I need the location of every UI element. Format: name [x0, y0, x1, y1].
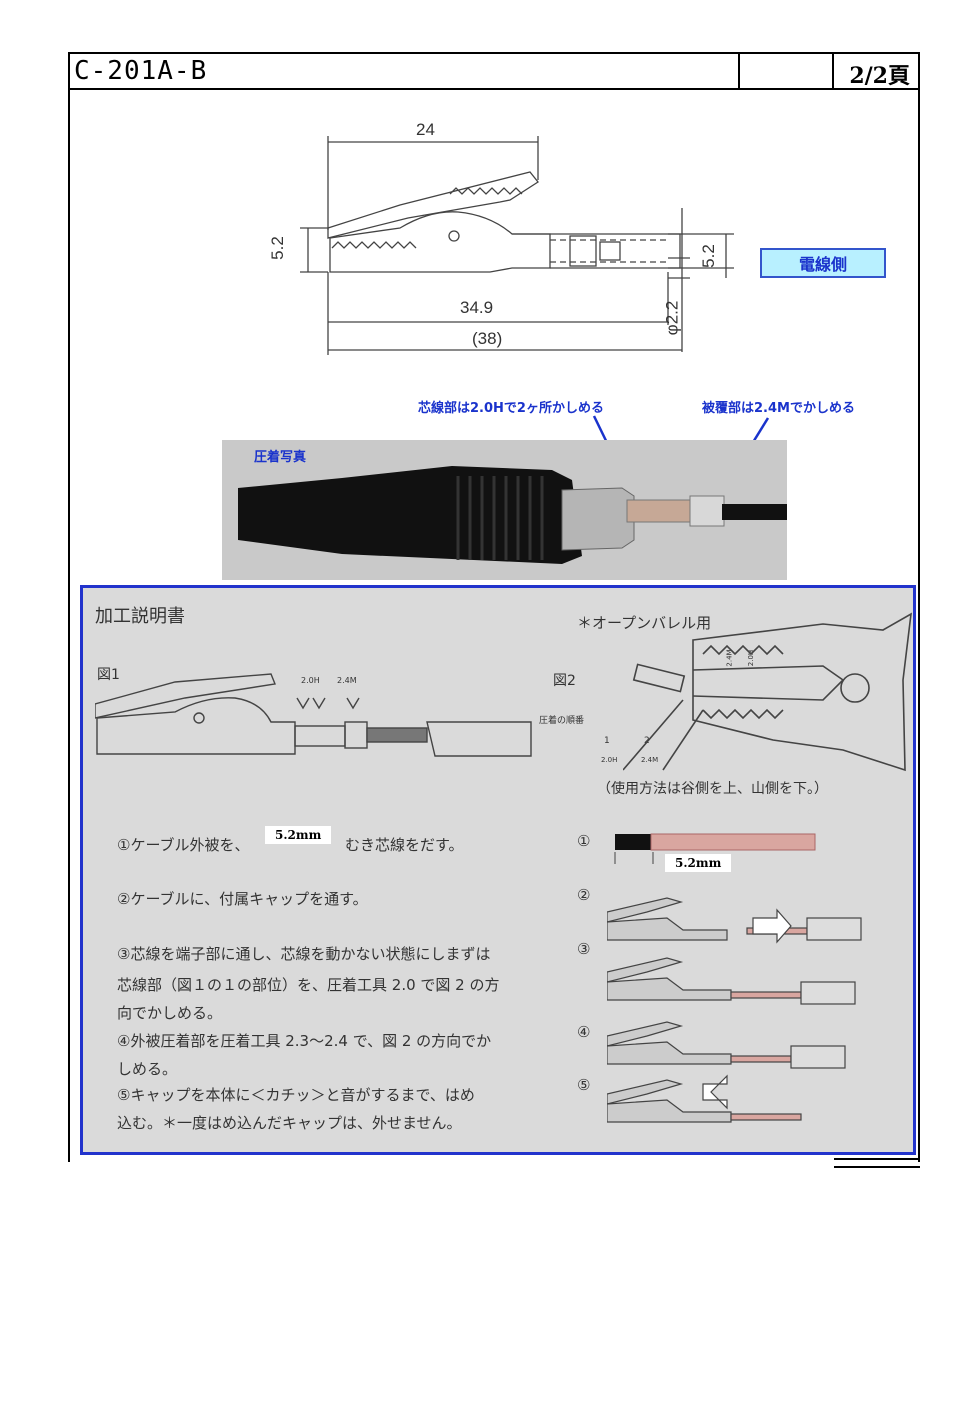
dim-height-right: 5.2	[698, 244, 718, 268]
header-blank-cell	[738, 54, 834, 88]
dim-diameter: φ2.2	[662, 300, 682, 336]
core-crimp-note: 芯線部は2.0Hで2ヶ所かしめる	[418, 401, 604, 416]
step1-cable-illustration	[614, 833, 816, 864]
step5-line1: ⑤キャップを本体に＜カチッ＞と音がするまで、はめ	[117, 1086, 475, 1104]
step3-num: ③	[577, 940, 591, 958]
crimp-order-2-label: 2.4M	[641, 756, 659, 764]
dim-height-left: 5.2	[267, 236, 287, 260]
step1-text-before: ①ケーブル外被を、	[117, 836, 250, 854]
footer-rule	[834, 1158, 920, 1168]
dim-width-24: 24	[416, 120, 435, 139]
photo-label: 圧着写真	[254, 450, 307, 465]
fig2-label: 図2	[553, 673, 576, 689]
fig2-tool-illustration	[623, 612, 912, 772]
step4-line2: しめる。	[117, 1060, 178, 1078]
crimp-order-1-label: 2.0H	[601, 756, 618, 764]
clip-photo-illustration	[238, 466, 787, 564]
step5-num: ⑤	[577, 1076, 591, 1094]
step1-text-after: むき芯線をだす。	[345, 836, 464, 854]
dimension-drawing	[300, 136, 734, 355]
crimp-photo: 圧着写真	[222, 440, 787, 580]
fig1-illustration	[95, 673, 532, 757]
fig1-label: 図1	[97, 667, 120, 683]
fig1-label-2-0h: 2.0H	[301, 676, 320, 685]
step5-line2: 込む。＊一度はめ込んだキャップは、外せません。	[117, 1114, 462, 1132]
page-number: 2/2頁	[849, 63, 910, 89]
dim-length: 34.9	[460, 298, 494, 317]
step1-strip-length: 5.2mm	[265, 826, 332, 844]
header-page-cell: 2/2頁	[832, 54, 918, 89]
fig1-label-2-4m: 2.4M	[337, 676, 357, 685]
usage-note: （使用方法は谷側を上、山側を下。）	[597, 781, 828, 797]
step2-num: ②	[577, 886, 591, 904]
step3-line1: ③芯線を端子部に通し、芯線を動かない状態にしまずは	[117, 945, 491, 963]
wire-side-label: 電線側	[760, 248, 886, 278]
step3-line2: 芯線部（図１の１の部位）を、圧着工具 2.0 で図 2 の方	[117, 976, 500, 994]
processing-manual: 加工説明書 ＊オープンバレル用 図1 図2 2.0H 2.4M 圧着の順番 1 …	[80, 585, 916, 1155]
open-barrel-note: ＊オープンバレル用	[577, 614, 712, 632]
step1-strip-length-right: 5.2mm	[665, 854, 732, 872]
cover-crimp-note: 被覆部は2.4Mでかしめる	[702, 401, 855, 416]
part-number: C-201A-B	[74, 56, 208, 86]
step3-line3: 向でかしめる。	[117, 1004, 223, 1022]
step2-text: ②ケーブルに、付属キャップを通す。	[117, 890, 368, 908]
step4-line1: ④外被圧着部を圧着工具 2.3～2.4 で、図 2 の方向でか	[117, 1032, 492, 1050]
document-header: C-201A-B 2/2頁	[68, 52, 920, 90]
crimp-order-label: 圧着の順番	[539, 716, 585, 726]
manual-heading: 加工説明書	[95, 606, 185, 627]
step4-num: ④	[577, 1023, 591, 1041]
dim-total-length: (38)	[472, 329, 503, 348]
crimp-order-1: 1	[604, 736, 610, 746]
step1-num: ①	[577, 832, 591, 850]
steps-illustration	[607, 897, 862, 1123]
